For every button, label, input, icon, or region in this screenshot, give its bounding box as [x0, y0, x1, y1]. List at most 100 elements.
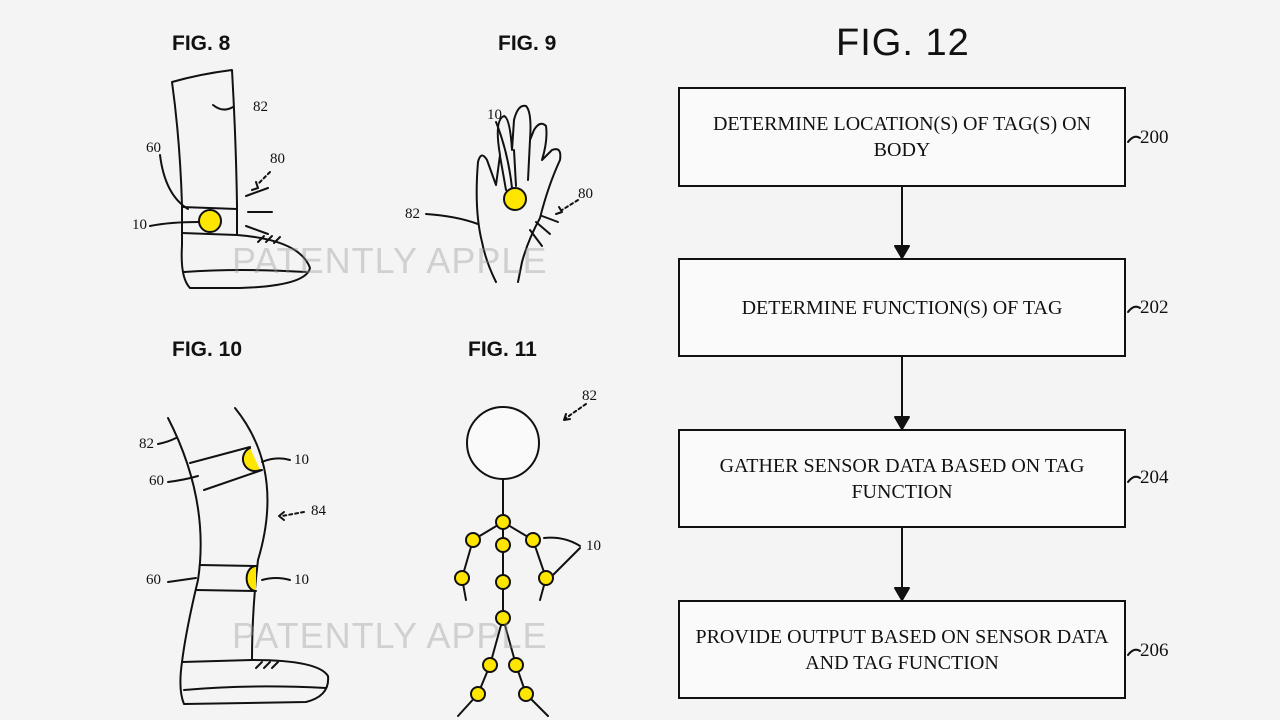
fig8-ref-60: 60 [146, 140, 161, 156]
fig11-tag-left-shoulder [465, 532, 481, 548]
fig10-knee-band-top [189, 446, 251, 464]
fig8-leader-82 [212, 104, 234, 111]
fig9-ref-82: 82 [405, 206, 420, 222]
arrowhead-204 [894, 416, 910, 430]
fig11-right-arm [502, 521, 547, 601]
fig8-vibration-lines [245, 187, 273, 235]
step-204-text: GATHER SENSOR DATA BASED ON TAG FUNCTION [719, 454, 1085, 503]
step-206-text: PROVIDE OUTPUT BASED ON SENSOR DATA AND … [695, 625, 1109, 674]
fig11-stick-figure [454, 403, 587, 717]
fig8-leg-drawing [149, 69, 311, 289]
step-200-text: DETERMINE LOCATION(S) OF TAG(S) ON BODY [712, 113, 1091, 161]
fig10-title: FIG. 10 [172, 338, 243, 361]
fig11-tag-belly [495, 574, 511, 590]
fig8-laces [257, 235, 281, 244]
fig8-ref-82: 82 [253, 99, 268, 115]
fig11-arrow-82 [563, 413, 571, 421]
fig8-leader-60 [159, 154, 189, 210]
leader-202 [1127, 305, 1141, 313]
fig11-head [466, 406, 540, 480]
watermark-top: PATENTLY APPLE [232, 240, 548, 281]
fig11-leader-10b [551, 547, 581, 577]
fig10-arrow-84 [278, 511, 285, 521]
step-204-box: GATHER SENSOR DATA BASED ON TAG FUNCTION [678, 429, 1126, 528]
fig11-leader-82 [565, 403, 587, 419]
fig10-ref-82: 82 [139, 436, 154, 452]
fig9-ref-80: 80 [578, 186, 593, 202]
fig8-title: FIG. 8 [172, 32, 231, 55]
arrowhead-202 [894, 245, 910, 259]
step-202-box: DETERMINE FUNCTION(S) OF TAG [678, 258, 1126, 357]
fig10-laces [255, 661, 279, 669]
fig11-tag-right-ankle [518, 686, 534, 702]
fig11-tags [454, 514, 554, 702]
fig9-finger-lines [499, 139, 531, 191]
fig10-tag-ankle [245, 565, 257, 592]
fig10-leg-drawing [157, 407, 330, 705]
fig11-left-leg [457, 617, 504, 717]
fig10-leg-front [167, 417, 202, 663]
fig10-ref-10b: 10 [294, 572, 309, 588]
step-200-box: DETERMINE LOCATION(S) OF TAG(S) ON BODY [678, 87, 1126, 187]
fig10-leader-10a [261, 457, 291, 463]
step-206-ref: 206 [1140, 640, 1169, 661]
fig9-vibration-lines [529, 215, 559, 247]
watermark-bottom: PATENTLY APPLE [232, 615, 548, 656]
fig10-leader-60b [167, 577, 197, 583]
fig11-title: FIG. 11 [468, 338, 537, 361]
fig11-leader-10a [543, 536, 581, 547]
fig9-arrow-80 [555, 206, 563, 215]
fig8-ref-10: 10 [132, 217, 147, 233]
fig11-tag-left-knee [482, 657, 498, 673]
fig8-arrow-80 [251, 181, 259, 191]
fig9-leader-10 [495, 121, 513, 189]
fig9-tag [503, 187, 527, 211]
fig10-ref-10a: 10 [294, 452, 309, 468]
fig9-leader-82 [425, 213, 479, 225]
fig10-ref-60b: 60 [146, 572, 161, 588]
leader-204 [1127, 475, 1141, 483]
leader-206 [1127, 648, 1141, 656]
fig11-tag-left-ankle [470, 686, 486, 702]
fig11-tag-chest [495, 537, 511, 553]
leader-200 [1127, 135, 1141, 143]
fig10-leader-82 [157, 437, 177, 445]
fig9-leader-80 [561, 199, 579, 211]
fig11-right-leg [502, 617, 549, 717]
fig11-tag-right-hand [538, 570, 554, 586]
fig9-hand-outline [475, 104, 562, 283]
fig12-connectors [894, 135, 1141, 656]
step-200-ref: 200 [1140, 127, 1169, 148]
step-202-text: DETERMINE FUNCTION(S) OF TAG [741, 296, 1063, 319]
fig11-tag-hip [495, 610, 511, 626]
fig11-tag-right-shoulder [525, 532, 541, 548]
fig11-left-arm [461, 521, 504, 601]
fig11-tag-right-knee [508, 657, 524, 673]
fig8-leader-80 [257, 171, 271, 185]
fig12-title: FIG. 12 [836, 22, 970, 64]
fig11-ref-82: 82 [582, 388, 597, 404]
fig10-tag-knee [241, 447, 261, 473]
fig9-title: FIG. 9 [498, 32, 557, 55]
arrowhead-206 [894, 587, 910, 601]
fig10-shoe-outline [179, 659, 330, 705]
fig10-ref-84: 84 [311, 503, 326, 519]
fig9-ref-10: 10 [487, 107, 502, 123]
fig10-ankle-band-bottom [195, 589, 256, 592]
fig8-ref-80: 80 [270, 151, 285, 167]
fig10-leader-84 [281, 511, 305, 517]
step-202-ref: 202 [1140, 297, 1169, 318]
fig8-tag [198, 209, 222, 233]
fig10-ref-60a: 60 [149, 473, 164, 489]
fig10-shoe-line [183, 685, 327, 691]
step-204-ref: 204 [1140, 467, 1169, 488]
fig8-leg-outline [171, 69, 311, 289]
fig10-leader-60a [167, 475, 199, 483]
fig10-knee-band-bottom [203, 469, 263, 491]
fig10-leader-10b [261, 577, 291, 581]
fig10-leg-back [234, 407, 269, 661]
fig11-tag-neck [495, 514, 511, 530]
fig8-leader-10 [149, 221, 199, 227]
fig8-band-bottom [181, 232, 238, 236]
